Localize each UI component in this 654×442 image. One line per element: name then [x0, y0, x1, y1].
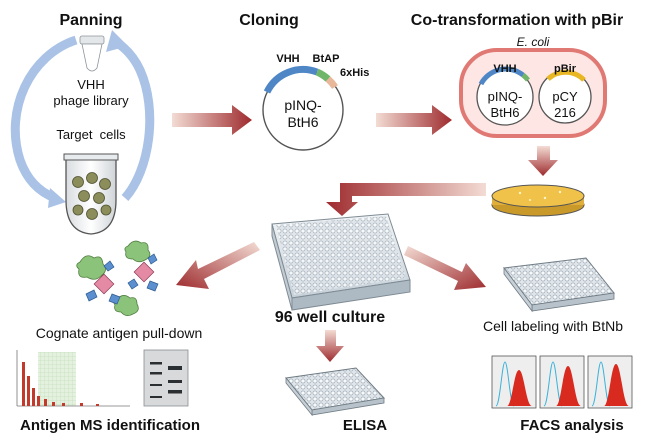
plasmid-label-line1: pINQ- — [284, 97, 322, 113]
heading-cloning: Cloning — [239, 12, 299, 29]
cycle-arrowhead-icon — [106, 30, 128, 52]
cycle-arrowhead-icon — [48, 188, 66, 208]
elisa-label: ELISA — [343, 417, 387, 434]
vhh-label: VHH — [276, 53, 299, 65]
gel-image — [143, 349, 189, 407]
panning-cycle-arrows — [10, 30, 155, 208]
ecoli-label: E. coli — [517, 35, 550, 49]
histogram-bar — [27, 376, 30, 406]
histogram-bar — [80, 403, 83, 406]
vhh-segment — [478, 66, 525, 86]
flow-arrow-plate-to-culture — [326, 183, 486, 216]
cloning-plasmid — [262, 65, 344, 151]
ecoli-plasmid2-line2: 216 — [554, 105, 576, 120]
flow-arrow-panning-to-cloning — [172, 105, 252, 135]
ecoli-cell — [459, 48, 607, 138]
ecoli-plasmid2-line1: pCY — [552, 89, 578, 104]
btap-segment — [521, 73, 530, 82]
target-cells-tube-icon — [63, 153, 119, 235]
facs-histogram — [539, 355, 585, 409]
heading-cotransformation: Co-transformation with pBir — [411, 12, 623, 29]
pbir-segment — [546, 69, 586, 82]
facs-histogram — [491, 355, 537, 409]
deep-well-block-icon — [271, 213, 411, 311]
histogram-bar — [96, 404, 99, 406]
ms-histogram — [16, 350, 130, 407]
flow-arrow-to-cell-labeling — [404, 246, 486, 290]
histogram-bar — [62, 403, 65, 406]
flow-arrow-to-elisa — [316, 330, 344, 362]
heading-panning: Panning — [59, 12, 122, 29]
histogram-bar — [32, 388, 35, 406]
cell-labeling-label: Cell labeling with BtNb — [483, 318, 623, 334]
pulldown-illustration — [76, 240, 159, 316]
flow-arrow-cloning-to-ecoli — [376, 105, 452, 135]
ms-label: Antigen MS identification — [20, 417, 200, 434]
cell-labeling-plate-icon — [503, 257, 615, 313]
facs-panel — [491, 355, 633, 409]
his-label: 6xHis — [340, 67, 369, 79]
library-label-line1: VHH — [77, 77, 104, 92]
histogram-bar — [52, 402, 55, 406]
petri-dish-icon — [491, 184, 585, 217]
his-segment — [325, 76, 338, 90]
vhh-segment — [263, 65, 319, 94]
flow-arrow-ecoli-to-plate — [528, 146, 558, 176]
ecoli-plasmid1-line2: BtH6 — [491, 105, 520, 120]
library-label-line2: phage library — [53, 93, 129, 108]
facs-histogram — [587, 355, 633, 409]
plasmid-label-line2: BtH6 — [287, 114, 318, 130]
ecoli-vhh-label: VHH — [493, 63, 516, 75]
btap-segment — [315, 68, 331, 82]
phage-tube-icon — [79, 35, 105, 72]
ecoli-plasmid1-line1: pINQ- — [488, 89, 523, 104]
target-cells-label: Target cells — [56, 127, 126, 142]
ecoli-pbir-label: pBir — [554, 63, 577, 75]
histogram-bar — [37, 396, 40, 406]
btap-label: BtAP — [313, 53, 340, 65]
histogram-bar — [22, 362, 25, 406]
elisa-plate-icon — [285, 367, 386, 417]
histogram-bar — [44, 399, 47, 406]
flow-arrow-to-pulldown — [176, 242, 260, 289]
pulldown-label: Cognate antigen pull-down — [36, 325, 203, 341]
facs-label: FACS analysis — [520, 417, 623, 434]
culture-label: 96 well culture — [275, 309, 385, 326]
